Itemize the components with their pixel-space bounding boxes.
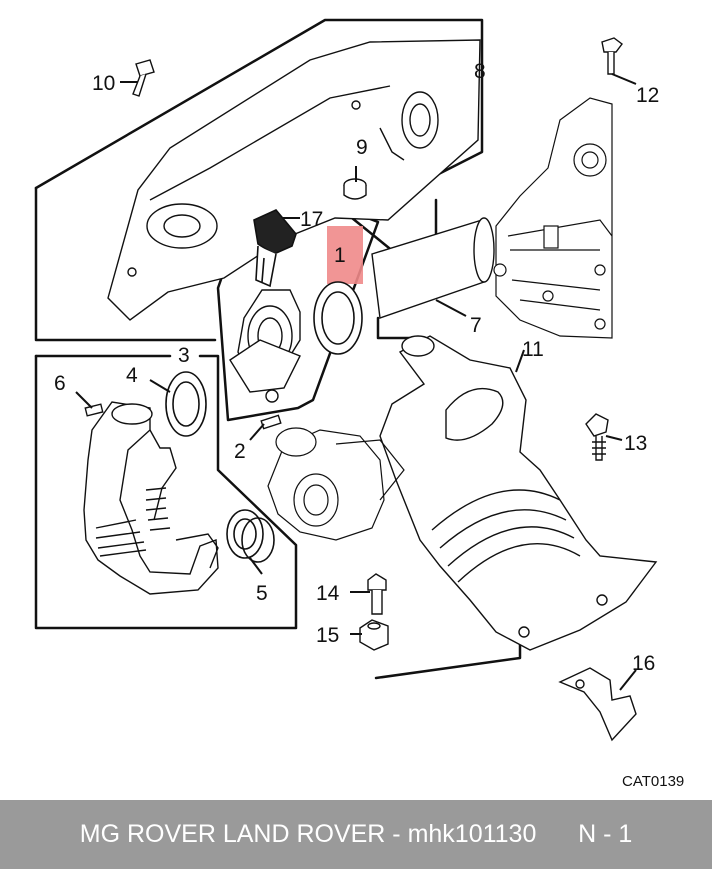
seal-ring	[313, 281, 363, 355]
bolt-10	[132, 59, 155, 97]
callout-2: 2	[234, 440, 246, 463]
callout-11: 11	[522, 338, 544, 361]
callout-13: 13	[624, 432, 647, 455]
group-frame-3	[34, 354, 298, 630]
footer-bar: MG ROVER LAND ROVER - mhk101130 N - 1	[0, 800, 712, 869]
callout-17: 17	[300, 208, 323, 231]
callout-7: 7	[470, 314, 482, 337]
callout-1: 1	[334, 244, 346, 267]
catalog-code: CAT0139	[622, 773, 684, 790]
callout-10: 10	[92, 72, 115, 95]
part-1-highlight	[327, 226, 363, 284]
callout-9: 9	[356, 136, 368, 159]
bracket-16	[558, 667, 637, 742]
seal-5	[226, 509, 275, 563]
callout-8: 8	[474, 60, 486, 83]
screw-6	[84, 403, 104, 417]
nut-15	[359, 619, 389, 651]
exploded-parts-diagram: 1 2 3 4 5 6 7 8 9 10 11 12 13 14 15 16 1…	[34, 18, 684, 790]
hose-clamp-4	[165, 371, 207, 437]
turbocharger	[267, 427, 405, 541]
air-duct-7	[371, 217, 495, 319]
throttle-body	[229, 289, 301, 403]
callout-12: 12	[636, 84, 659, 107]
callout-14: 14	[316, 582, 340, 605]
callout-16: 16	[632, 652, 655, 675]
callout-6: 6	[54, 372, 66, 395]
footer-page: N - 1	[578, 820, 633, 848]
callout-3: 3	[178, 344, 190, 367]
footer-spacer	[536, 820, 578, 849]
hose-assembly-3	[83, 401, 219, 595]
callout-4: 4	[126, 364, 138, 387]
maf-sensor	[253, 209, 297, 288]
callout-15: 15	[316, 624, 339, 647]
grommet	[343, 178, 367, 200]
footer-title: MG ROVER LAND ROVER - mhk101130	[79, 820, 537, 848]
bolt-12	[601, 37, 623, 75]
callout-5: 5	[256, 582, 268, 605]
screw-2	[260, 414, 282, 430]
air-cleaner-cover	[107, 39, 481, 321]
clip-13	[585, 413, 609, 461]
engine-block	[493, 97, 613, 339]
bolt-14	[367, 573, 387, 615]
intake-duct-11	[379, 335, 658, 651]
